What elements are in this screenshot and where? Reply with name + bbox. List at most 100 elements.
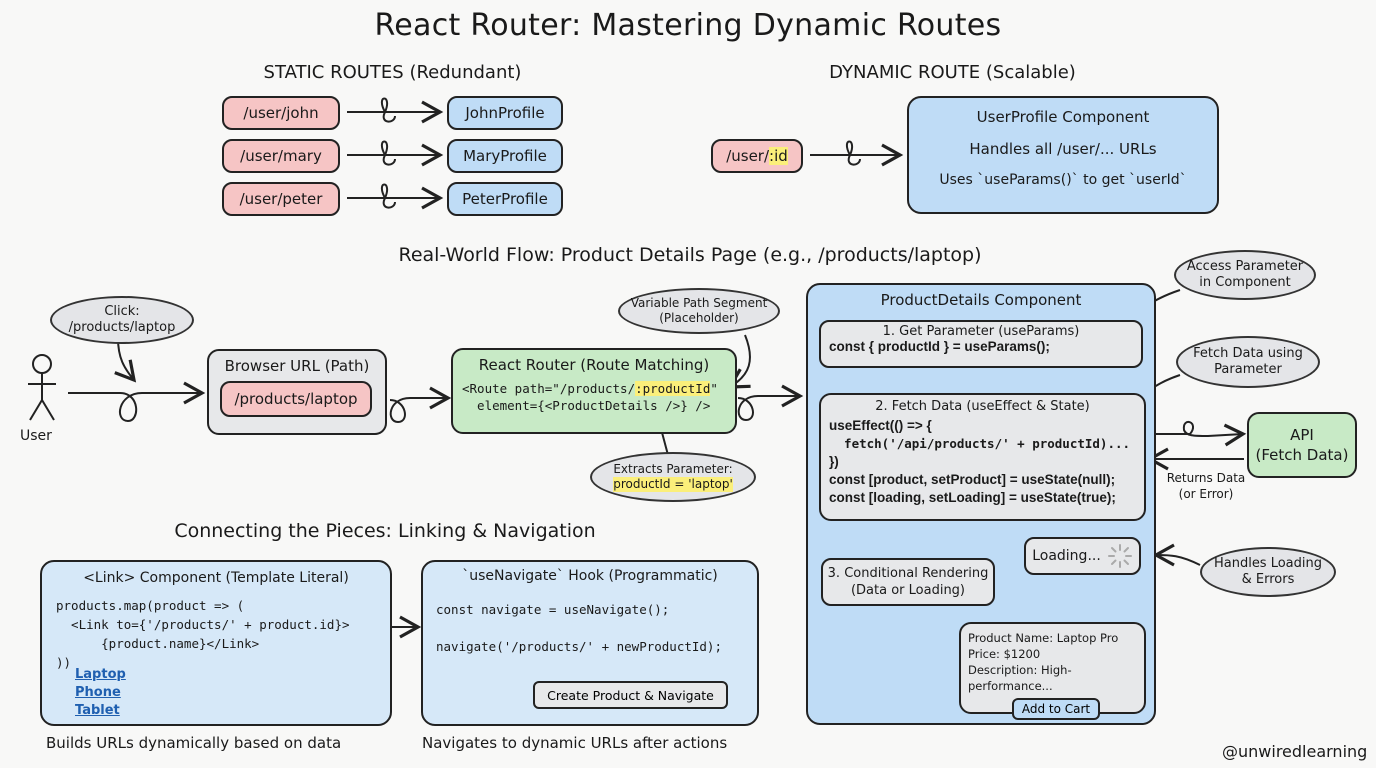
dynamic-route-path: /user/:id xyxy=(711,139,803,173)
click-bubble-line1: Click: xyxy=(104,303,140,319)
step2-code-line: }) xyxy=(829,454,839,469)
product-price: Price: $1200 xyxy=(968,647,1041,661)
handles-bubble-line1: Handles Loading xyxy=(1213,555,1323,571)
access-parameter-bubble: Access Parameter in Component xyxy=(1174,250,1316,300)
navigate-code-line1: const navigate = useNavigate(); xyxy=(436,602,670,617)
link-box-title: <Link> Component (Template Literal) xyxy=(83,570,349,586)
step3-line2: (Data or Loading) xyxy=(850,583,966,598)
page-title: React Router: Mastering Dynamic Routes xyxy=(374,8,1002,43)
api-box: API (Fetch Data) xyxy=(1247,412,1357,478)
step2-code: useEffect(() => { fetch('/api/products/'… xyxy=(829,417,1144,507)
handles-bubble-line2: & Errors xyxy=(1241,572,1295,587)
arrow-browser-router xyxy=(389,386,452,424)
product-description: Description: High-performance... xyxy=(968,663,1072,693)
returns-line1: Returns Data xyxy=(1166,471,1246,485)
route-code-prefix: <Route path="/products/ xyxy=(462,381,636,396)
navigate-box-caption: Navigates to dynamic URLs after actions xyxy=(422,734,728,752)
static-route-component: MaryProfile xyxy=(447,139,563,173)
access-bubble-line1: Access Parameter xyxy=(1186,258,1304,274)
browser-url-box: Browser URL (Path) /products/laptop xyxy=(207,349,387,435)
react-router-box: React Router (Route Matching) <Route pat… xyxy=(451,348,737,434)
product-card: Product Name: Laptop Pro Price: $1200 De… xyxy=(959,622,1146,720)
link-box-code: products.map(product => ( <Link to={'/pr… xyxy=(56,596,390,672)
arrow-user-browser xyxy=(68,381,206,423)
product-link-tablet[interactable]: Tablet xyxy=(75,703,120,718)
userprofile-line1: Handles all /user/... URLs xyxy=(969,140,1157,158)
route-param-highlight: :productId xyxy=(635,381,711,396)
route-code-line1: <Route path="/products/:productId" xyxy=(462,380,735,397)
api-line1: API xyxy=(1290,426,1314,444)
step2-code-line: useEffect(() => { xyxy=(829,418,932,433)
fetch-bubble-line2: Parameter xyxy=(1214,362,1282,377)
step2-title: 2. Fetch Data (useEffect & State) xyxy=(875,399,1090,414)
click-bubble: Click: /products/laptop xyxy=(50,296,194,344)
path-prefix: /user/ xyxy=(726,147,770,165)
step2-box: 2. Fetch Data (useEffect & State) useEff… xyxy=(819,393,1146,521)
linking-heading: Connecting the Pieces: Linking & Navigat… xyxy=(174,520,596,542)
static-route-path: /user/mary xyxy=(222,139,340,173)
loading-label: Loading... xyxy=(1032,548,1101,564)
productdetails-title: ProductDetails Component xyxy=(880,291,1082,309)
link-component-box: <Link> Component (Template Literal) prod… xyxy=(40,560,392,726)
add-to-cart-button[interactable]: Add to Cart xyxy=(1011,698,1101,720)
userprofile-component-box: UserProfile Component Handles all /user/… xyxy=(907,96,1219,214)
navigate-code-line2: navigate('/products/' + newProductId); xyxy=(436,639,722,654)
fetch-data-bubble: Fetch Data using Parameter xyxy=(1176,336,1320,388)
user-stick-figure-icon xyxy=(28,354,56,421)
dynamic-route-heading: DYNAMIC ROUTE (Scalable) xyxy=(829,62,1076,83)
static-route-component: PeterProfile xyxy=(447,182,563,216)
browser-url-value[interactable]: /products/laptop xyxy=(220,381,372,417)
step1-title: 1. Get Parameter (useParams) xyxy=(882,324,1080,339)
static-routes-heading: STATIC ROUTES (Redundant) xyxy=(263,62,522,83)
variable-bubble-line1: Variable Path Segment xyxy=(630,296,768,310)
usenavigate-box: `useNavigate` Hook (Programmatic) const … xyxy=(421,560,759,726)
path-param-highlight: :id xyxy=(769,147,788,165)
arrow-router-details xyxy=(737,384,804,422)
variable-bubble-line2: (Placeholder) xyxy=(659,311,739,325)
create-product-navigate-button[interactable]: Create Product & Navigate xyxy=(533,681,728,709)
step2-code-line: const [loading, setLoading] = useState(t… xyxy=(829,490,1116,505)
loading-indicator-box: Loading... xyxy=(1024,537,1141,575)
step2-code-line: fetch('/api/products/' + productId)... xyxy=(829,436,1131,451)
arrow-fetch-api xyxy=(1148,420,1247,447)
extracts-bubble-line2: productId = 'laptop' xyxy=(613,477,733,492)
browser-url-title: Browser URL (Path) xyxy=(224,357,370,375)
step3-line1: 3. Conditional Rendering xyxy=(827,566,989,581)
userprofile-line2: Uses `useParams()` to get `userId` xyxy=(939,172,1187,188)
product-links: Laptop Phone Tablet xyxy=(75,666,126,720)
userprofile-title: UserProfile Component xyxy=(976,108,1150,126)
step2-code-line: const [product, setProduct] = useState(n… xyxy=(829,472,1116,487)
returns-line2: (or Error) xyxy=(1178,487,1234,501)
watermark: @unwiredlearning xyxy=(1222,742,1368,761)
product-link-phone[interactable]: Phone xyxy=(75,685,121,700)
static-route-component: JohnProfile xyxy=(447,96,563,130)
flow-heading: Real-World Flow: Product Details Page (e… xyxy=(398,244,982,266)
navigate-box-title: `useNavigate` Hook (Programmatic) xyxy=(462,568,718,584)
product-link-laptop[interactable]: Laptop xyxy=(75,667,126,682)
handles-loading-bubble: Handles Loading & Errors xyxy=(1200,547,1336,597)
access-bubble-line2: in Component xyxy=(1199,275,1291,290)
static-route-path: /user/peter xyxy=(222,182,340,216)
link-code-line: <Link to={'/products/' + product.id}> xyxy=(56,617,350,632)
fetch-bubble-line1: Fetch Data using xyxy=(1193,345,1303,361)
step1-box: 1. Get Parameter (useParams) const { pro… xyxy=(819,320,1143,368)
step1-code: const { productId } = useParams(); xyxy=(829,339,1050,354)
click-bubble-line2: /products/laptop xyxy=(68,320,176,335)
route-code-suffix: " xyxy=(710,381,718,396)
step3-box: 3. Conditional Rendering (Data or Loadin… xyxy=(821,558,995,606)
static-route-path: /user/john xyxy=(222,96,340,130)
route-code-line2: element={<ProductDetails />} /> xyxy=(462,398,711,413)
api-line2: (Fetch Data) xyxy=(1255,446,1349,464)
extracts-parameter-bubble: Extracts Parameter: productId = 'laptop' xyxy=(590,452,756,502)
link-code-line: products.map(product => ( xyxy=(56,598,245,613)
loading-spinner-icon xyxy=(1107,544,1132,568)
react-router-title: React Router (Route Matching) xyxy=(478,356,710,374)
returns-data-label: Returns Data (or Error) xyxy=(1158,470,1254,502)
user-label: User xyxy=(20,428,52,444)
extracts-bubble-line1: Extracts Parameter: xyxy=(613,462,733,476)
link-code-line: )) xyxy=(56,655,72,670)
product-name: Product Name: Laptop Pro xyxy=(968,631,1119,645)
variable-segment-bubble: Variable Path Segment (Placeholder) xyxy=(618,288,780,334)
link-box-caption: Builds URLs dynamically based on data xyxy=(46,734,342,752)
link-code-line: {product.name}</Link> xyxy=(56,636,260,651)
